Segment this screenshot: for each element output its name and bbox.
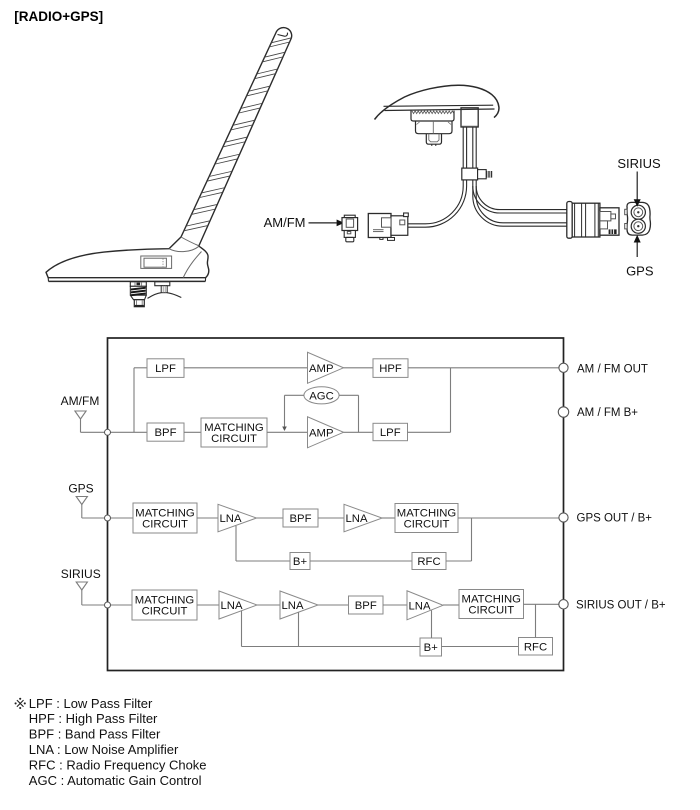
svg-text:LPF : Low Pass Filter: LPF : Low Pass Filter [29, 696, 153, 711]
svg-text:BPF: BPF [155, 427, 177, 439]
svg-text:[RADIO+GPS]: [RADIO+GPS] [14, 9, 103, 24]
svg-text:HPF : High Pass Filter: HPF : High Pass Filter [29, 711, 158, 726]
svg-text:RFC: RFC [524, 641, 547, 653]
svg-text:AMP: AMP [309, 427, 333, 439]
svg-text:SIRIUS OUT / B+: SIRIUS OUT / B+ [576, 599, 666, 611]
svg-text:LNA : Low Noise Amplifier: LNA : Low Noise Amplifier [29, 742, 179, 757]
svg-text:AM / FM B+: AM / FM B+ [577, 407, 638, 419]
svg-text:SIRIUS: SIRIUS [617, 156, 661, 171]
svg-text:CIRCUIT: CIRCUIT [142, 606, 188, 618]
svg-text:B+: B+ [293, 556, 308, 568]
svg-text:GPS: GPS [626, 264, 654, 279]
svg-text:LNA: LNA [221, 600, 243, 612]
svg-text:LNA: LNA [282, 600, 304, 612]
svg-text:AM / FM OUT: AM / FM OUT [577, 363, 648, 375]
svg-text:CIRCUIT: CIRCUIT [142, 519, 188, 531]
svg-text:B+: B+ [424, 642, 439, 654]
svg-text:AM/FM: AM/FM [264, 215, 306, 230]
svg-text:GPS OUT / B+: GPS OUT / B+ [577, 513, 653, 525]
svg-text:MATCHING: MATCHING [135, 508, 194, 520]
svg-text:MATCHING: MATCHING [135, 595, 194, 607]
svg-text:SIRIUS: SIRIUS [61, 567, 101, 581]
svg-text:LNA: LNA [346, 513, 368, 525]
svg-text:AGC: AGC [309, 390, 333, 402]
svg-text:LNA: LNA [220, 513, 242, 525]
svg-text:MATCHING: MATCHING [462, 594, 521, 606]
svg-text:RFC: RFC [417, 556, 440, 568]
svg-text:HPF: HPF [379, 363, 402, 375]
svg-text:AMP: AMP [309, 363, 333, 375]
svg-text:BPF: BPF [290, 513, 312, 525]
svg-text:LNA: LNA [409, 600, 431, 612]
svg-text:CIRCUIT: CIRCUIT [211, 433, 257, 445]
svg-text:LPF: LPF [380, 427, 401, 439]
svg-text:RFC : Radio Frequency Choke: RFC : Radio Frequency Choke [29, 757, 207, 772]
svg-text:BPF : Band Pass Filter: BPF : Band Pass Filter [29, 727, 161, 742]
svg-text:GPS: GPS [68, 482, 93, 496]
svg-text:CIRCUIT: CIRCUIT [404, 519, 450, 531]
svg-text:LPF: LPF [155, 363, 176, 375]
svg-text:CIRCUIT: CIRCUIT [468, 605, 514, 617]
svg-text:MATCHING: MATCHING [397, 508, 456, 520]
svg-text:BPF: BPF [355, 600, 377, 612]
svg-text:AM/FM: AM/FM [61, 394, 100, 408]
svg-text:AGC : Automatic Gain Control: AGC : Automatic Gain Control [29, 773, 202, 788]
svg-text:MATCHING: MATCHING [204, 422, 263, 434]
